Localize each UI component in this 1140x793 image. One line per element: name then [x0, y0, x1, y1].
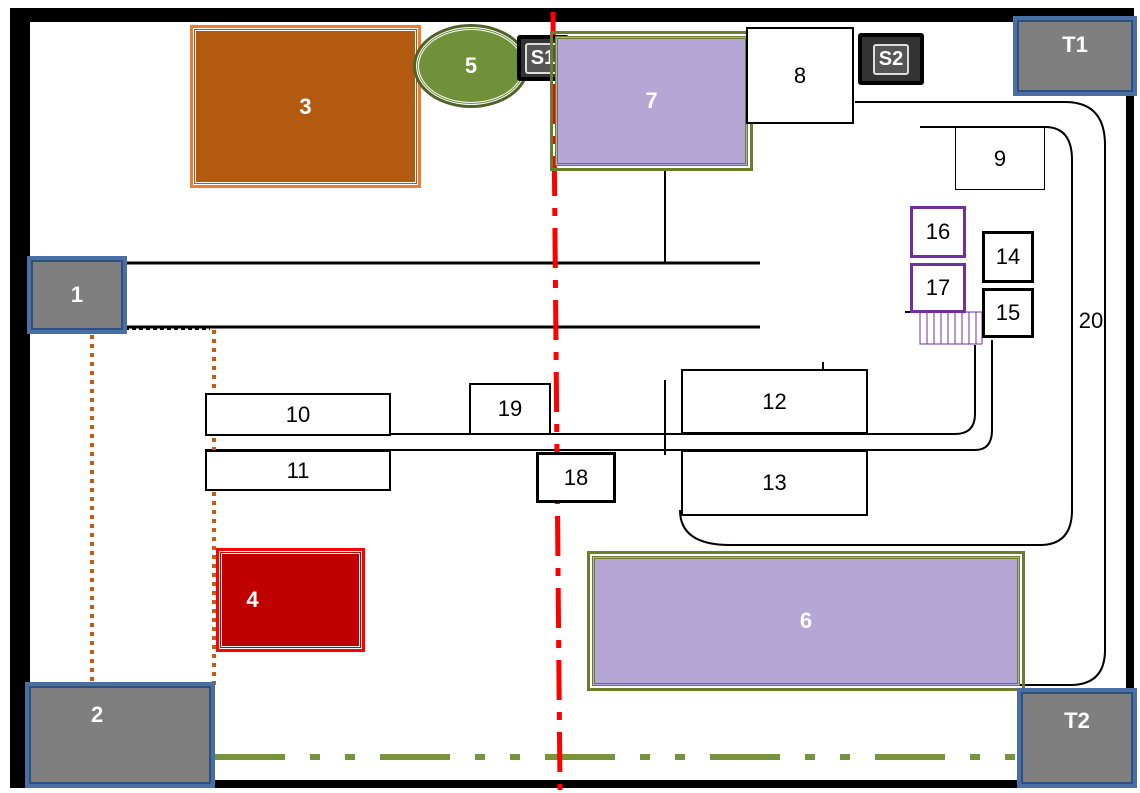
label-10: 10	[285, 401, 311, 427]
label-11: 11	[286, 457, 310, 483]
terminal-t2: T2	[1017, 688, 1137, 788]
label-13: 13	[762, 470, 787, 495]
route-20-inner	[679, 126, 1073, 546]
label-t2: T2	[1064, 708, 1090, 733]
label-7: 7	[645, 88, 658, 113]
label-6: 6	[799, 608, 813, 633]
red-dashdot-line	[550, 11, 563, 791]
area-6: 6	[587, 551, 1025, 691]
area-19: 19	[469, 383, 551, 435]
area-14: 14	[982, 231, 1034, 283]
label-18: 18	[563, 464, 589, 490]
label-12: 12	[762, 388, 787, 414]
area-17: 17	[910, 263, 966, 313]
area-3: 3	[190, 25, 421, 188]
area-7: 7	[550, 31, 753, 171]
label-t1: T1	[1062, 32, 1088, 57]
label-19: 19	[497, 396, 523, 421]
label-1: 1	[70, 282, 84, 307]
hatch-pattern	[919, 311, 983, 345]
area-8: 8	[746, 27, 854, 124]
label-3: 3	[299, 93, 312, 119]
route-20-outer	[855, 101, 1106, 686]
area-11: 11	[205, 450, 391, 491]
area-5: 5	[413, 24, 529, 108]
area-15: 15	[982, 288, 1034, 338]
label-4: 4	[246, 587, 259, 612]
label-20-box: 20	[1072, 305, 1110, 337]
area-16: 16	[910, 206, 966, 258]
area-12: 12	[681, 369, 868, 434]
label-17: 17	[925, 275, 951, 300]
loop-to-17	[845, 345, 976, 435]
area-18: 18	[536, 452, 616, 503]
label-16: 16	[925, 219, 951, 244]
area-4: 4	[216, 548, 365, 652]
area-13: 13	[681, 450, 868, 516]
area-1: 1	[27, 256, 127, 334]
area-9: 9	[955, 127, 1045, 190]
terminal-t1: T1	[1013, 16, 1137, 96]
label-5: 5	[464, 53, 478, 78]
area-2: 2	[25, 682, 215, 788]
label-15: 15	[995, 300, 1021, 325]
label-s2: S2	[872, 43, 910, 75]
area-10: 10	[205, 393, 391, 436]
label-14: 14	[995, 244, 1021, 269]
label-8: 8	[793, 62, 807, 88]
station-s2: S2	[858, 33, 924, 85]
label-9: 9	[993, 145, 1007, 171]
loop-to-15	[845, 340, 993, 451]
label-20: 20	[1078, 308, 1104, 333]
label-2: 2	[91, 702, 104, 727]
